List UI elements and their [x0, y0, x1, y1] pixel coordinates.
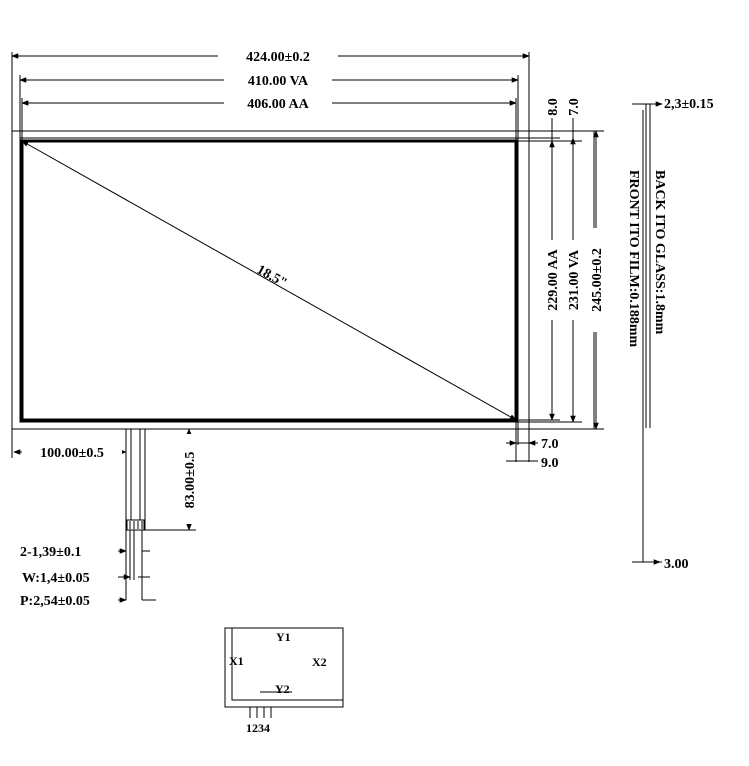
top-margin-8-label: 8.0: [546, 98, 561, 116]
electrode-schematic: [224, 627, 344, 718]
pin-spec-label: 2-1,39±0.1: [20, 545, 81, 560]
bottom-right-dimensions: [506, 420, 538, 462]
x1-label: X1: [229, 654, 244, 668]
y2-label: Y2: [275, 682, 290, 696]
panel-outline: [11, 130, 595, 430]
fpc-tail: [125, 429, 146, 600]
tail-dim-label: 3.00: [664, 557, 689, 572]
side-view: [632, 101, 663, 565]
pins-label: 1234: [246, 721, 270, 735]
tail-length-label: 83.00±0.5: [183, 452, 198, 509]
aa-width-label: 406.00 AA: [247, 97, 309, 112]
tail-offset-label: 100.00±0.5: [40, 446, 104, 461]
thickness-label: 2,3±0.15: [664, 97, 714, 112]
pin-dimensions: [118, 548, 156, 603]
va-width-label: 410.00 VA: [248, 74, 309, 89]
diagonal-label: 18.5": [254, 263, 290, 292]
aa-height-label: 229.00 AA: [546, 248, 561, 310]
bottom-margin-7-label: 7.0: [541, 437, 559, 452]
x2-label: X2: [312, 655, 327, 669]
top-margin-7-label: 7.0: [567, 98, 582, 116]
y1-label: Y1: [276, 630, 291, 644]
back-layer-label: BACK ITO GLASS:1.8mm: [652, 170, 667, 335]
pin-width-label: W:1,4±0.05: [22, 571, 90, 586]
front-layer-label: FRONT ITO FILM:0.188mm: [626, 170, 641, 348]
pin-pitch-label: P:2,54±0.05: [20, 594, 90, 609]
overall-height-label: 245.00±0.2: [590, 248, 605, 312]
bottom-margin-9-label: 9.0: [541, 456, 559, 471]
va-height-label: 231.00 VA: [567, 249, 582, 310]
overall-width-label: 424.00±0.2: [246, 50, 310, 65]
